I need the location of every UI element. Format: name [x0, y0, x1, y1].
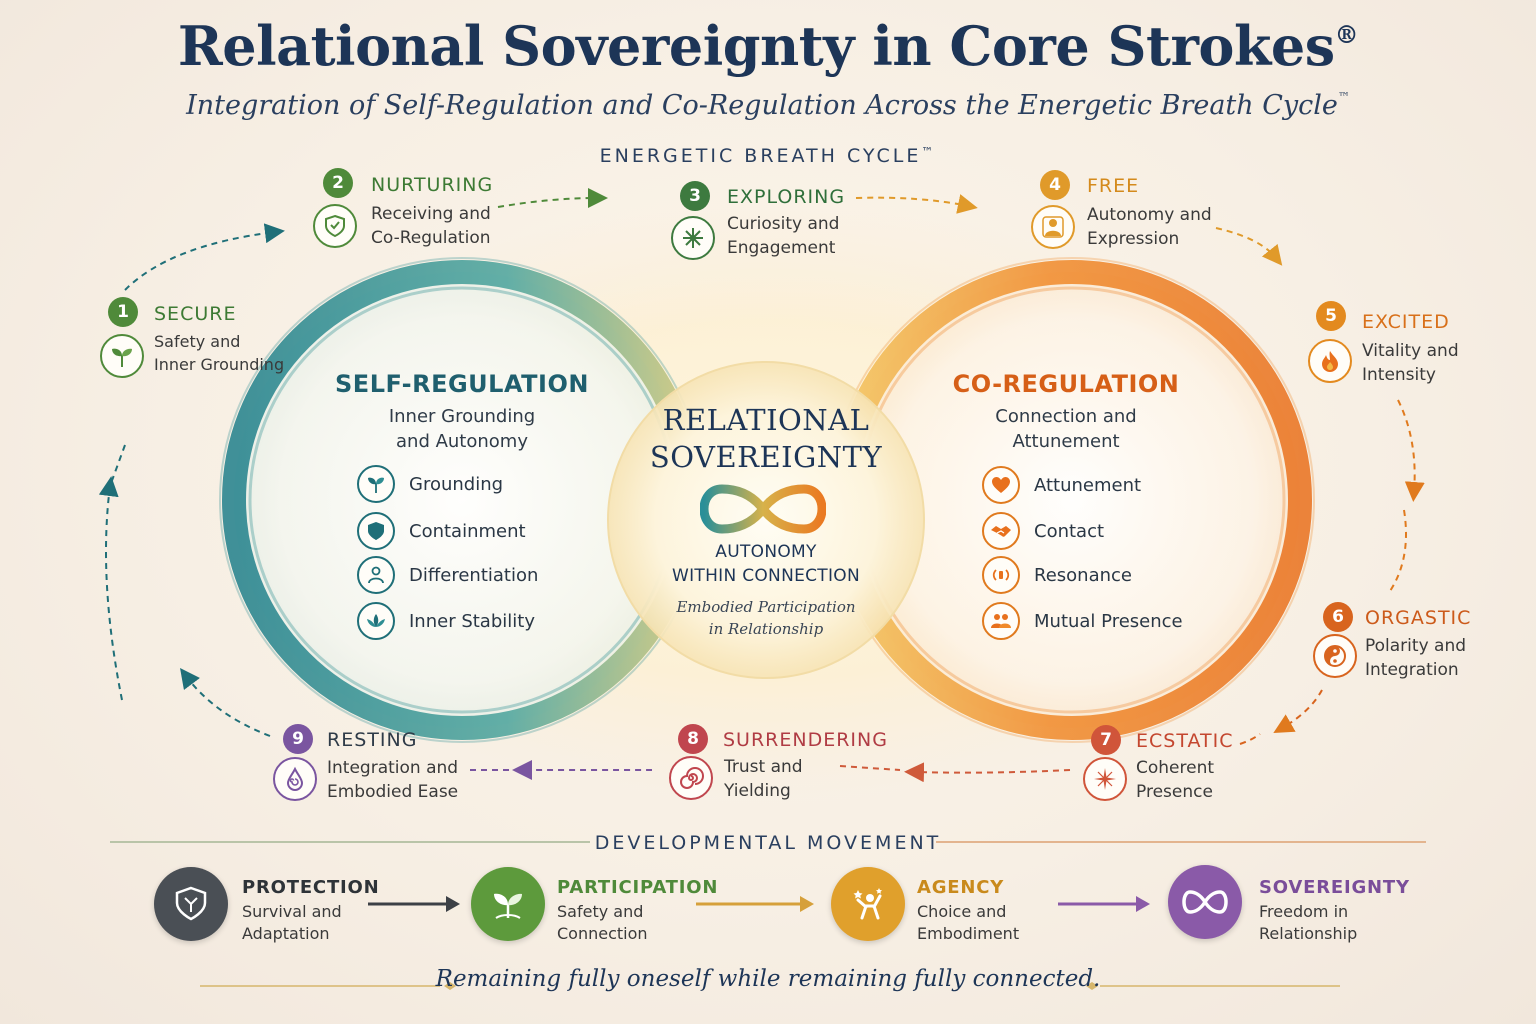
self-regulation-title: SELF-REGULATION	[335, 370, 589, 398]
cycle-label: ENERGETIC BREATH CYCLE™	[599, 145, 937, 167]
stage-number: 7	[1091, 725, 1121, 755]
person-icon	[357, 556, 395, 594]
lotus-icon	[357, 602, 395, 640]
infinity-icon	[700, 484, 826, 534]
dev-step-name: PARTICIPATION	[557, 877, 719, 898]
stage-number: 9	[283, 724, 313, 754]
stage-number: 3	[680, 181, 710, 211]
co-regulation-title: CO-REGULATION	[952, 370, 1180, 398]
item-label: Contact	[1034, 520, 1105, 542]
co-item-contact: Contact	[982, 512, 1104, 550]
star-burst-icon	[671, 216, 715, 260]
co-item-resonance: Resonance	[982, 556, 1132, 594]
item-label: Inner Stability	[409, 610, 535, 632]
infinity-icon	[1168, 865, 1242, 939]
co-item-mutual-presence: Mutual Presence	[982, 602, 1183, 640]
page-subtitle: Integration of Self-Regulation and Co-Re…	[186, 90, 1350, 121]
dev-step-name: SOVEREIGNTY	[1259, 877, 1410, 898]
stage-name: FREE	[1087, 175, 1140, 197]
heart-shield-icon	[313, 204, 357, 248]
sprout-icon	[471, 867, 545, 941]
yin-yang-icon	[1313, 634, 1357, 678]
self-item-grounding: Grounding	[357, 465, 503, 503]
item-label: Grounding	[409, 473, 504, 495]
stage-name: NURTURING	[371, 174, 494, 196]
dev-step-name: PROTECTION	[242, 877, 380, 898]
stage-name: SURRENDERING	[723, 729, 888, 751]
page-title: Relational Sovereignty in Core Strokes®	[177, 14, 1359, 78]
dev-step-name: AGENCY	[917, 877, 1005, 898]
sound-waves-icon	[982, 556, 1020, 594]
item-label: Differentiation	[409, 564, 539, 586]
stage-number: 6	[1323, 602, 1353, 632]
stage-number: 4	[1040, 170, 1070, 200]
handshake-icon	[982, 512, 1020, 550]
stage-name: EXPLORING	[727, 186, 846, 208]
radiant-star-icon	[1083, 757, 1127, 801]
stage-name: ECSTATIC	[1136, 730, 1234, 752]
stage-name: RESTING	[327, 729, 418, 751]
person-icon	[1031, 205, 1075, 249]
stage-number: 5	[1316, 301, 1346, 331]
spiral-icon	[669, 756, 713, 800]
people-icon	[982, 602, 1020, 640]
heart-icon	[982, 466, 1020, 504]
tagline: Remaining fully oneself while remaining …	[435, 966, 1101, 992]
item-label: Containment	[409, 520, 526, 542]
shield-icon	[154, 867, 228, 941]
item-label: Attunement	[1034, 474, 1142, 496]
item-label: Resonance	[1034, 564, 1132, 586]
stage-number: 2	[323, 168, 353, 198]
drop-icon	[273, 757, 317, 801]
leaf-icon	[357, 465, 395, 503]
stage-number: 1	[108, 297, 138, 327]
self-item-containment: Containment	[357, 512, 526, 550]
self-item-inner-stability: Inner Stability	[357, 602, 535, 640]
stage-name: ORGASTIC	[1365, 607, 1472, 629]
shield-icon	[357, 512, 395, 550]
stage-name: SECURE	[154, 303, 237, 325]
self-item-differentiation: Differentiation	[357, 556, 538, 594]
star-person-icon	[831, 867, 905, 941]
stage-name: EXCITED	[1362, 311, 1450, 333]
flame-icon	[1308, 339, 1352, 383]
sprout-icon	[100, 334, 144, 378]
co-item-attunement: Attunement	[982, 466, 1141, 504]
developmental-label: DEVELOPMENTAL MOVEMENT	[594, 832, 942, 854]
item-label: Mutual Presence	[1034, 610, 1183, 632]
stage-number: 8	[678, 724, 708, 754]
